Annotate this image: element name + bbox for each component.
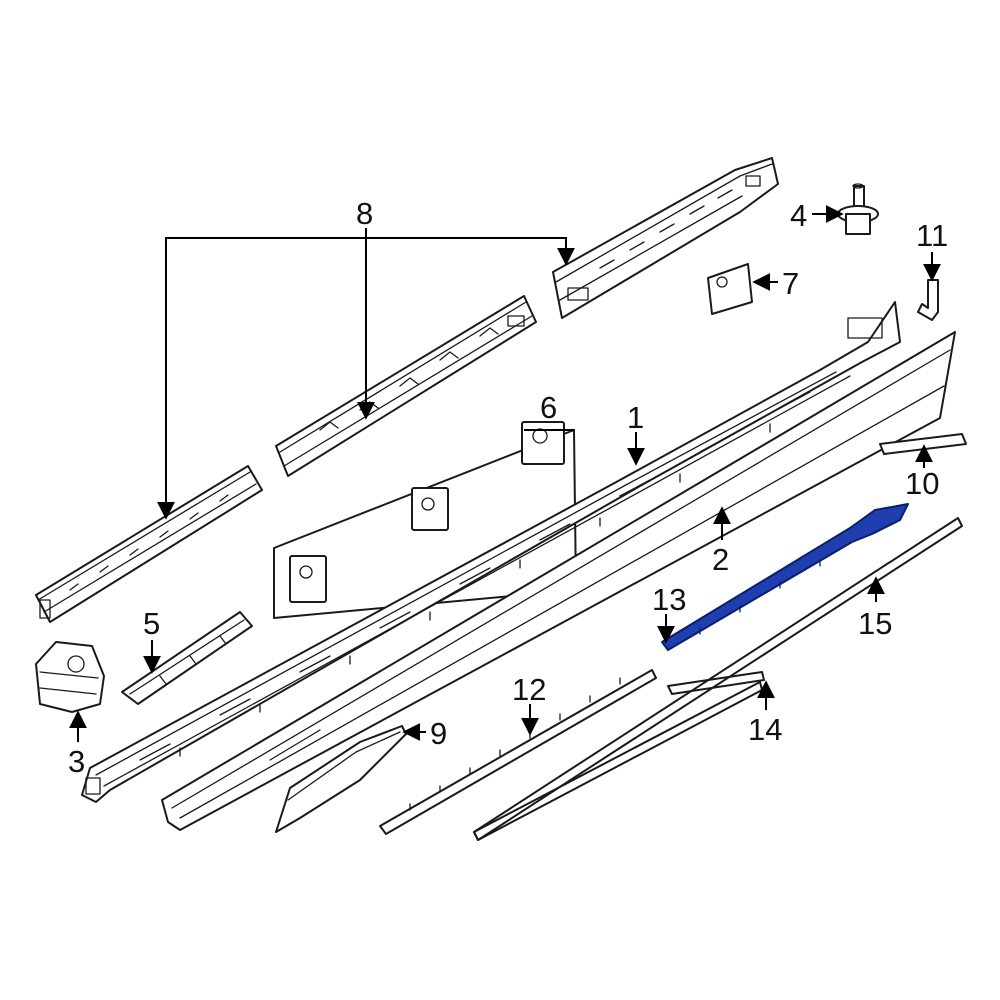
part-2-sill-cover[interactable] xyxy=(161,331,956,831)
part-11-bent-pin[interactable] xyxy=(917,279,939,321)
callout-13: 13 xyxy=(652,582,686,617)
part-13-body xyxy=(661,503,909,651)
callout-3: 3 xyxy=(68,744,85,779)
callout-7: 7 xyxy=(782,266,799,301)
part-1-rocker-carrier[interactable] xyxy=(81,301,901,803)
part-6-clip xyxy=(521,421,565,465)
part-7-clip[interactable] xyxy=(707,263,753,315)
part-6-clip xyxy=(289,555,327,603)
part-12-molding[interactable] xyxy=(379,669,657,835)
part-5-holder[interactable] xyxy=(121,611,253,705)
callout-11: 11 xyxy=(916,218,948,253)
callout-15: 15 xyxy=(858,606,892,641)
callout-6: 6 xyxy=(540,390,557,425)
part-8-rail-lower[interactable] xyxy=(35,465,263,623)
part-4-push-nut[interactable] xyxy=(837,183,879,235)
part-8-rail-upper[interactable] xyxy=(552,157,779,319)
callout-4: 4 xyxy=(790,198,807,233)
callout-12: 12 xyxy=(512,672,546,707)
callout-10: 10 xyxy=(905,466,939,501)
part-15-seal-strip[interactable] xyxy=(473,517,963,841)
part-13-moulding-highlighted[interactable] xyxy=(661,503,909,651)
callout-14: 14 xyxy=(748,712,782,747)
callout-1: 1 xyxy=(627,400,644,435)
callout-5: 5 xyxy=(143,606,160,641)
part-8-rail-middle[interactable] xyxy=(275,295,537,477)
callout-2: 2 xyxy=(712,542,729,577)
part-10-trim-strip[interactable] xyxy=(879,433,967,455)
callout-labels: 1 2 3 4 5 6 7 8 9 10 11 12 13 14 15 xyxy=(68,196,948,779)
part-6-clip xyxy=(411,487,449,531)
part-3-bracket[interactable] xyxy=(35,641,105,713)
callout-8: 8 xyxy=(356,196,373,231)
callout-9: 9 xyxy=(430,716,447,751)
leader-lines xyxy=(69,205,941,742)
